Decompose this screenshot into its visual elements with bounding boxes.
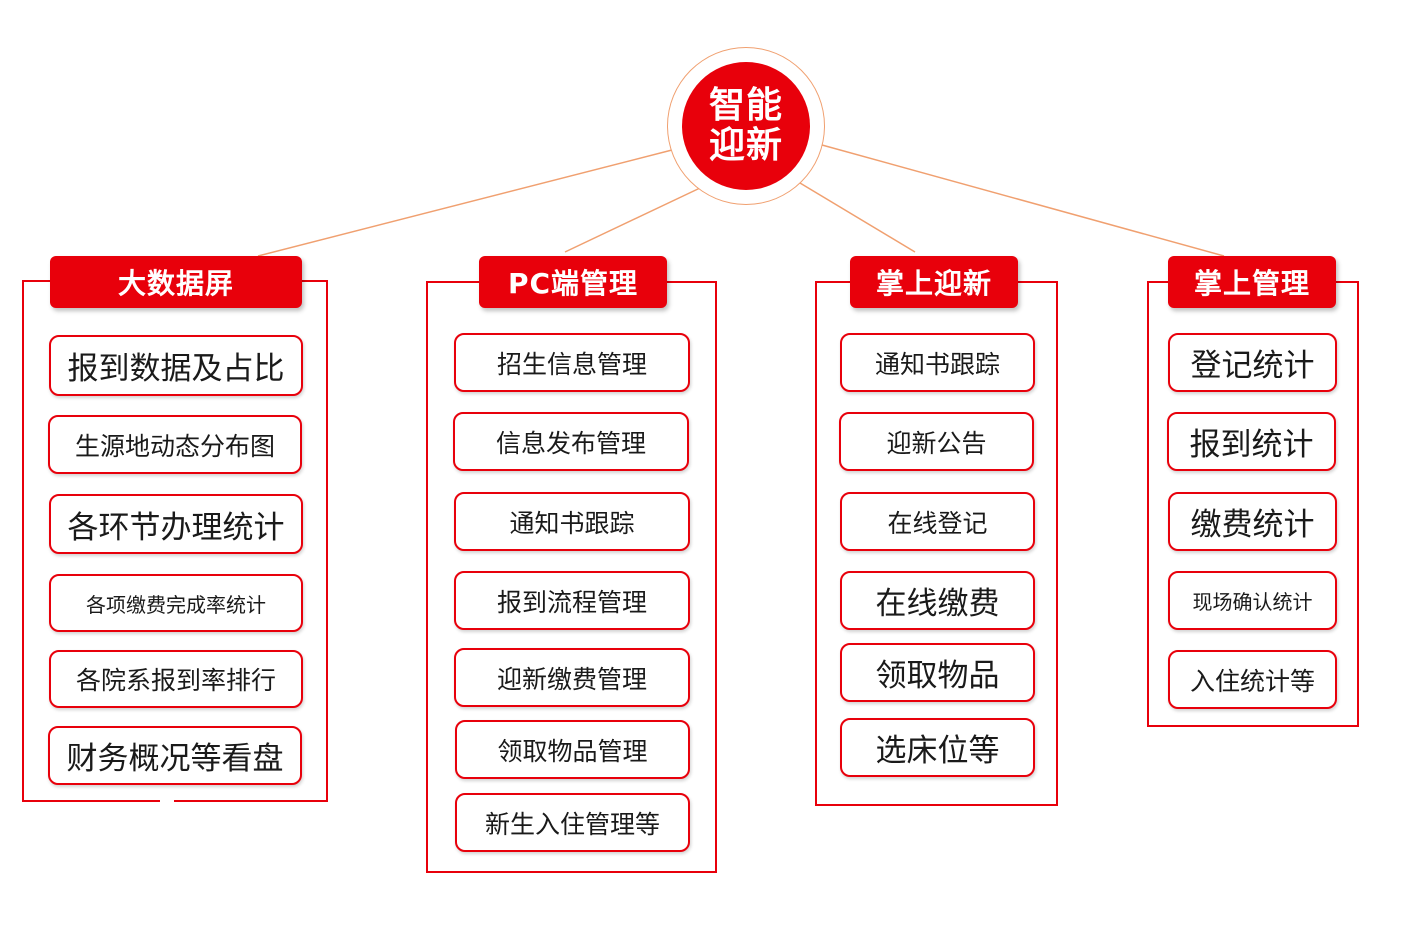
mobile-management-item[interactable]: 入住统计等 — [1168, 650, 1337, 709]
mobile-management-item[interactable]: 报到统计 — [1167, 412, 1336, 471]
pc-management-item[interactable]: 领取物品管理 — [455, 720, 690, 779]
big-data-item[interactable]: 财务概况等看盘 — [48, 726, 302, 785]
big-data-item[interactable]: 各院系报到率排行 — [49, 650, 303, 708]
group-header-mobile-welcome: 掌上迎新 — [850, 256, 1018, 308]
group-header-big-data: 大数据屏 — [50, 256, 302, 308]
mobile-welcome-item[interactable]: 在线登记 — [840, 492, 1035, 551]
big-data-item[interactable]: 各项缴费完成率统计 — [49, 574, 303, 632]
mobile-management-item[interactable]: 现场确认统计 — [1168, 571, 1337, 630]
hub-title-line1: 智能 — [708, 85, 783, 126]
connector-line-mobile-management — [821, 144, 1225, 257]
hub-title-line2: 迎新 — [708, 125, 783, 166]
mobile-welcome-item[interactable]: 迎新公告 — [839, 412, 1034, 471]
mobile-welcome-item[interactable]: 领取物品 — [840, 643, 1035, 702]
mobile-management-item[interactable]: 缴费统计 — [1168, 492, 1337, 551]
mobile-welcome-item[interactable]: 在线缴费 — [840, 571, 1035, 630]
mobile-welcome-item[interactable]: 通知书跟踪 — [840, 333, 1035, 392]
pc-management-item[interactable]: 迎新缴费管理 — [454, 648, 690, 707]
frame-gap — [160, 799, 174, 803]
connector-line-big-data — [257, 149, 673, 257]
big-data-item[interactable]: 各环节办理统计 — [49, 494, 303, 554]
big-data-item[interactable]: 报到数据及占比 — [49, 335, 303, 396]
pc-management-item[interactable]: 信息发布管理 — [453, 412, 689, 471]
group-header-pc-management: PC端管理 — [479, 256, 667, 308]
connector-line-pc-management — [564, 187, 701, 253]
group-header-mobile-management: 掌上管理 — [1168, 256, 1336, 308]
big-data-item[interactable]: 生源地动态分布图 — [48, 415, 302, 474]
pc-management-item[interactable]: 招生信息管理 — [454, 333, 690, 392]
pc-management-item[interactable]: 报到流程管理 — [454, 571, 690, 630]
mobile-welcome-item[interactable]: 选床位等 — [840, 718, 1035, 777]
connector-line-mobile-welcome — [799, 182, 916, 253]
mobile-management-item[interactable]: 登记统计 — [1168, 333, 1337, 392]
pc-management-item[interactable]: 通知书跟踪 — [454, 492, 690, 551]
hub-circle: 智能 迎新 — [682, 62, 810, 190]
pc-management-item[interactable]: 新生入住管理等 — [455, 793, 690, 852]
